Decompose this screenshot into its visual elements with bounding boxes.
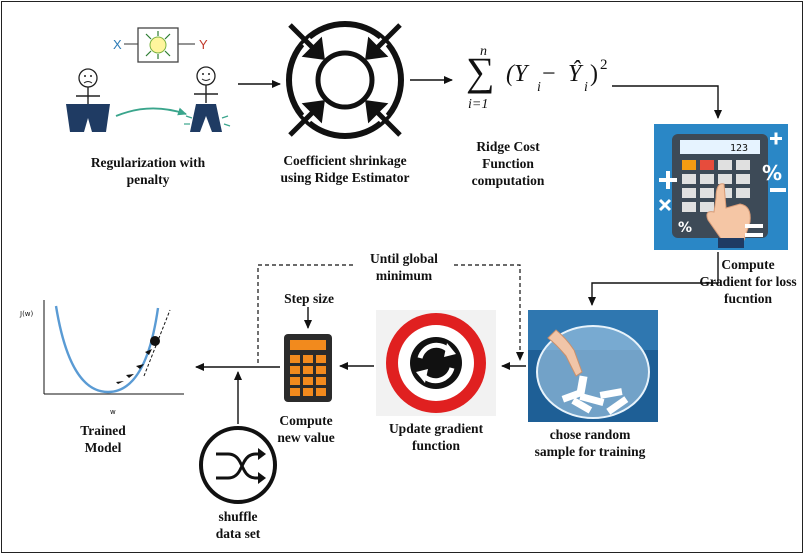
sum-symbol: ∑	[466, 49, 495, 94]
until-global-minimum-label: Until global minimum	[356, 250, 452, 284]
trained-model-label: Trained Model	[80, 423, 126, 455]
formula-close-paren: )	[590, 61, 598, 87]
step-size-label: Step size	[284, 291, 334, 306]
arrow-gradient-to-sample	[588, 252, 719, 306]
formula-y-hat: Ŷ	[568, 61, 582, 87]
loop-until-global-minimum	[257, 264, 524, 363]
percent-symbol-large: %	[762, 161, 782, 185]
formula-power: 2	[600, 57, 608, 73]
arrow-formula-to-calculator	[612, 85, 722, 119]
shuffle-icon	[199, 426, 277, 504]
random-sample-image	[528, 310, 658, 422]
regularization-label: Regularization with penalty	[90, 155, 206, 187]
formula-sub-i-hat: i	[584, 80, 588, 95]
plot-x-axis-label: w	[110, 408, 116, 416]
chose-random-sample-label: chose random sample for training	[534, 427, 646, 459]
sum-upper-limit: n	[480, 44, 487, 59]
calculator-icon: 123 % %	[654, 124, 788, 250]
update-gradient-icon	[376, 310, 496, 416]
formula-minus: −	[542, 61, 556, 87]
cost-curve-plot: J(w) w	[19, 300, 184, 416]
coefficient-shrinkage-label: Coefficient shrinkage using Ridge Estima…	[280, 153, 410, 185]
formula-y: (Y	[506, 61, 528, 87]
update-gradient-label: Update gradient function	[388, 421, 484, 453]
percent-symbol-small: %	[678, 220, 692, 236]
plot-y-axis-label: J(w)	[19, 310, 34, 318]
regularization-icon: X Y	[66, 27, 231, 132]
calculator-display: 123	[730, 143, 748, 154]
ridge-cost-label: Ridge Cost Function computation	[471, 139, 545, 188]
x-variable-label: X	[113, 37, 122, 52]
shuffle-data-set-label: shuffle data set	[215, 509, 261, 541]
formula-sub-i: i	[537, 80, 541, 95]
shrinkage-icon	[286, 21, 404, 139]
compute-value-calculator-icon	[284, 334, 332, 402]
y-variable-label: Y	[199, 37, 208, 52]
compute-gradient-label: Compute Gradient for loss fucntion	[699, 257, 797, 306]
sum-lower-limit: i=1	[468, 97, 489, 112]
compute-new-value-label: Compute new value	[277, 413, 335, 445]
